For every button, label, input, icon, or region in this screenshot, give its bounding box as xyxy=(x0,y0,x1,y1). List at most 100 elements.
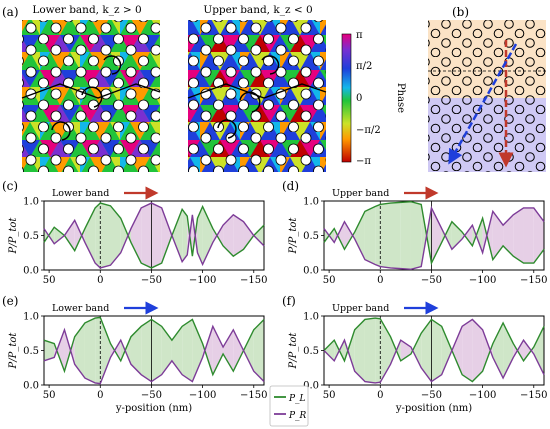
fill-region xyxy=(354,211,365,260)
x-tick-label: −100 xyxy=(189,390,216,401)
fill-region xyxy=(141,203,152,268)
fill-region xyxy=(533,207,544,264)
x-axis-label: y-position (nm) xyxy=(115,403,192,414)
fill-region xyxy=(223,214,234,257)
fill-region xyxy=(243,329,254,372)
fill-region xyxy=(503,214,514,257)
fill-region xyxy=(492,211,504,260)
panel-label-f: (f) xyxy=(282,294,296,308)
series-line-pl xyxy=(43,202,265,269)
y-axis-label: P/P_tot xyxy=(288,332,299,370)
y-tick-label: 1.0 xyxy=(23,312,39,323)
fill-region xyxy=(64,220,75,251)
phase-map-upper xyxy=(187,20,327,172)
fill-region xyxy=(233,214,244,257)
x-tick-label: 0 xyxy=(97,390,103,401)
x-tick-label: 50 xyxy=(323,275,336,286)
band-label: Lower band xyxy=(52,188,109,199)
colorbar-tick: −π/2 xyxy=(356,125,381,136)
x-tick-label: −50 xyxy=(421,275,442,286)
x-tick-label: −50 xyxy=(141,275,162,286)
fill-region xyxy=(161,207,172,264)
fill-region xyxy=(462,225,473,246)
fill-region xyxy=(390,202,401,269)
panel-label-e: (e) xyxy=(2,294,18,308)
fill-region xyxy=(364,318,376,383)
fill-region xyxy=(54,329,65,372)
colorbar-label: Phase xyxy=(395,83,406,113)
fill-region xyxy=(324,340,335,361)
fill-region xyxy=(141,319,152,382)
fill-region xyxy=(253,225,264,246)
fill-region xyxy=(380,203,391,268)
panel-label-a: (a) xyxy=(2,5,19,19)
fill-region xyxy=(197,206,203,265)
series-line-pr xyxy=(43,202,265,269)
fill-region xyxy=(533,326,544,375)
fill-region xyxy=(472,319,483,382)
fill-region xyxy=(74,220,85,251)
colorbar-tick: π xyxy=(356,30,363,41)
fill-region xyxy=(243,221,254,250)
x-tick-label: −150 xyxy=(240,390,267,401)
fill-region xyxy=(74,322,85,379)
fill-region xyxy=(95,203,101,268)
fill-region xyxy=(462,319,473,382)
fill-region xyxy=(334,221,345,250)
legend-label-pr: P_R xyxy=(288,411,307,421)
y-tick-label: 0.0 xyxy=(303,266,319,277)
fill-region xyxy=(202,326,213,375)
x-tick-label: 0 xyxy=(377,390,383,401)
series-line-pr xyxy=(323,318,545,384)
fill-region xyxy=(171,209,183,262)
colorbar: π π/2 0 −π/2 −π Phase xyxy=(341,30,406,167)
y-tick-label: 1.0 xyxy=(23,197,39,208)
fill-region xyxy=(451,221,463,250)
fill-region xyxy=(253,319,264,382)
x-tick-label: −100 xyxy=(469,390,496,401)
fill-region xyxy=(151,319,162,382)
x-tick-label: −150 xyxy=(240,275,267,286)
fill-region xyxy=(503,322,514,379)
fill-region xyxy=(161,326,172,375)
y-tick-label: 1.0 xyxy=(303,312,319,323)
fill-region xyxy=(110,205,121,266)
fill-region xyxy=(364,206,376,265)
x-tick-label: −150 xyxy=(520,390,547,401)
fill-region xyxy=(492,322,504,379)
fill-region xyxy=(400,201,411,270)
fill-region xyxy=(182,319,193,382)
fill-region xyxy=(120,218,131,253)
fill-region xyxy=(375,204,381,267)
y-tick-label: 0.0 xyxy=(23,266,39,277)
fill-region xyxy=(182,209,188,262)
fill-region xyxy=(100,203,111,268)
y-tick-label: 0.0 xyxy=(303,381,319,392)
fill-region xyxy=(380,318,391,383)
y-axis-label: P/P_tot xyxy=(288,217,299,255)
y-tick-label: 0.5 xyxy=(23,346,39,357)
map-title-lower: Lower band, k_z > 0 xyxy=(32,4,141,16)
fill-region xyxy=(344,221,355,250)
fill-region xyxy=(410,201,422,270)
x-tick-label: 50 xyxy=(323,390,336,401)
fill-region xyxy=(431,319,442,382)
band-label: Upper band xyxy=(332,303,389,314)
schematic-panel xyxy=(428,20,546,172)
y-axis-label: P/P_tot xyxy=(8,332,19,370)
fill-region xyxy=(233,329,244,372)
fill-region xyxy=(441,326,452,375)
fill-region xyxy=(523,207,534,264)
fill-region xyxy=(100,317,111,384)
fill-region xyxy=(421,319,432,382)
panel-label-d: (d) xyxy=(282,179,299,193)
colorbar-tick: 0 xyxy=(356,93,362,104)
fill-region xyxy=(344,329,355,372)
x-axis-label: y-position (nm) xyxy=(395,403,472,414)
phase-map-lower xyxy=(21,20,161,172)
fill-region xyxy=(130,207,142,264)
x-tick-label: −150 xyxy=(520,275,547,286)
x-tick-label: 50 xyxy=(43,275,56,286)
